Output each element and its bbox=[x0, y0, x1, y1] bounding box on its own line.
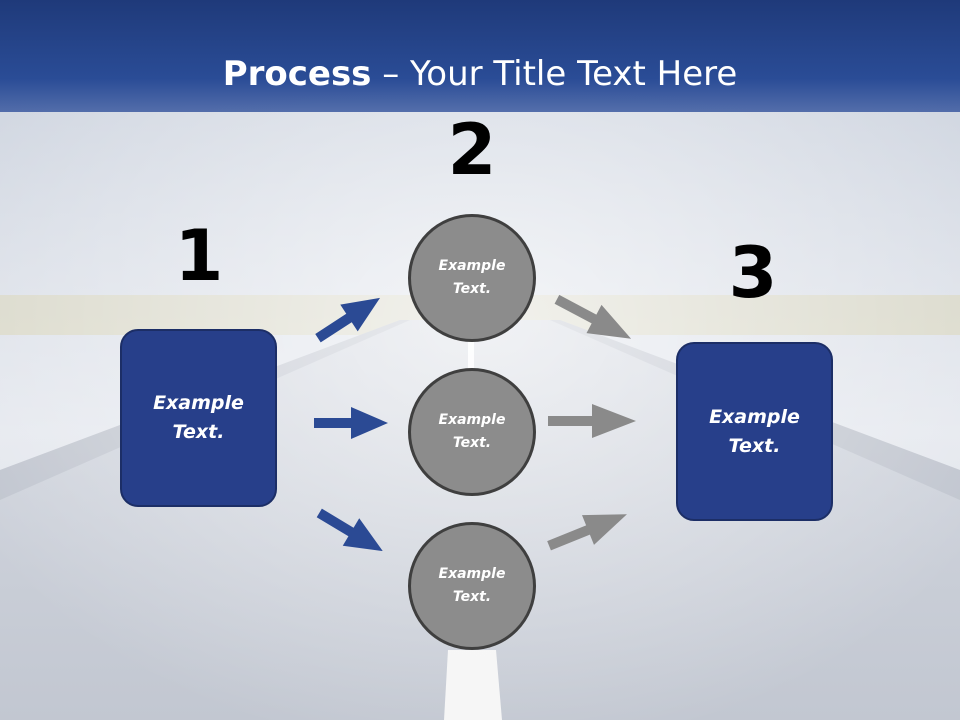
right-box-line1: Example bbox=[709, 405, 800, 428]
arrow-blue-right bbox=[314, 407, 388, 439]
left-process-box[interactable]: Example Text. bbox=[120, 329, 277, 507]
process-circle-top[interactable]: Example Text. bbox=[408, 214, 536, 342]
circle-middle-line1: Example bbox=[438, 412, 506, 428]
circle-bottom-line2: Text. bbox=[452, 589, 492, 605]
process-circle-bottom[interactable]: Example Text. bbox=[408, 522, 536, 650]
title-rest: – Your Title Text Here bbox=[371, 54, 738, 94]
title-bar bbox=[0, 0, 960, 112]
right-process-box[interactable]: Example Text. bbox=[676, 342, 833, 521]
arrow-gray-down bbox=[554, 294, 632, 339]
circle-top-line1: Example bbox=[438, 258, 506, 274]
circle-top-line2: Text. bbox=[452, 281, 492, 297]
arrow-gray-right bbox=[548, 404, 636, 438]
arrow-blue-down bbox=[316, 508, 383, 552]
step-number-1: 1 bbox=[174, 215, 224, 297]
arrow-gray-up bbox=[547, 514, 627, 551]
arrow-blue-up bbox=[315, 297, 381, 343]
left-box-line1: Example bbox=[153, 392, 244, 414]
circle-middle-line2: Text. bbox=[452, 435, 492, 451]
left-box-line2: Text. bbox=[172, 421, 225, 443]
right-box-line2: Text. bbox=[728, 434, 781, 457]
step-number-3: 3 bbox=[728, 232, 778, 314]
slide-title: Process – Your Title Text Here bbox=[0, 52, 960, 96]
process-circle-middle[interactable]: Example Text. bbox=[408, 368, 536, 496]
circle-bottom-line1: Example bbox=[438, 566, 506, 582]
title-bold: Process bbox=[222, 54, 372, 94]
step-number-2: 2 bbox=[447, 109, 497, 191]
